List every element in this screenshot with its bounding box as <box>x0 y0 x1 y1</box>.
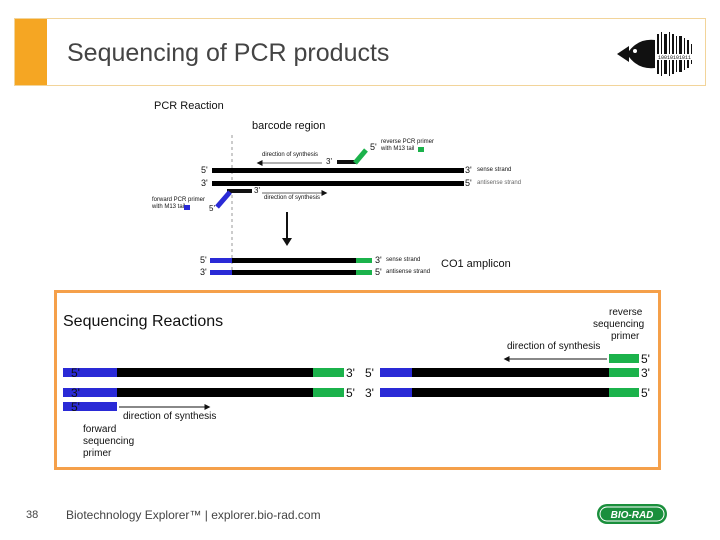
pcr-five-prime-reverse: 5' <box>370 142 377 152</box>
amplicon-antisense-blue <box>210 270 232 275</box>
down-arrow-head <box>282 238 292 246</box>
right-top-green <box>609 368 639 377</box>
right-top-black <box>412 368 609 377</box>
seq-left-five-top: 5' <box>71 366 80 380</box>
bio-rad-logo-text: BIO-RAD <box>611 510 654 521</box>
forward-sequencing-primer <box>63 402 117 411</box>
reverse-primer-label-2: with M13 tail <box>381 146 415 152</box>
left-top-green <box>313 368 344 377</box>
header-accent-bar <box>15 19 47 85</box>
direction-left-label: direction of synthesis <box>123 411 217 422</box>
left-top-black <box>117 368 313 377</box>
pcr-five-prime-forward: 5' <box>209 204 215 213</box>
pcr-three-prime-right: 3' <box>465 165 472 175</box>
forward-primer-label-2: with M13 tail <box>152 204 186 210</box>
direction-top-label: direction of synthesis <box>262 152 319 158</box>
forward-primer-label-1: forward PCR primer <box>152 197 206 203</box>
page-number: 38 <box>26 509 39 521</box>
sequencing-heading: Sequencing Reactions <box>63 313 224 330</box>
barcode-fish-logo: 10010101011 <box>617 32 693 76</box>
left-top-blue <box>63 368 117 377</box>
forward-seq-label-3: primer <box>83 448 112 459</box>
amplicon-five-top: 5' <box>200 255 207 265</box>
pcr-sense-strand <box>212 168 464 173</box>
seq-left-three-bottom: 3' <box>71 386 80 400</box>
forward-seq-label-2: sequencing <box>83 436 135 447</box>
amplicon-sense-blue <box>210 258 232 263</box>
seq-right-five-primer: 5' <box>641 352 650 366</box>
left-bottom-black <box>117 388 313 397</box>
reverse-seq-label-1: reverse <box>609 307 643 318</box>
antisense-strand-label: antisense strand <box>477 180 522 186</box>
page-title: Sequencing of PCR products <box>67 39 390 67</box>
left-bottom-green <box>313 388 344 397</box>
right-bottom-blue <box>380 388 412 397</box>
amplicon-sense-green <box>356 258 372 263</box>
reverse-pcr-primer-tail <box>353 148 368 165</box>
seq-right-three-right: 3' <box>641 366 650 380</box>
header-box: Sequencing of PCR products 10010101011 <box>14 18 706 86</box>
barcode-region-label: barcode region <box>252 120 326 132</box>
seq-left-three-right: 3' <box>346 366 355 380</box>
sequencing-reactions-box: Sequencing Reactions reverse sequencing … <box>54 290 661 470</box>
reverse-seq-label-2: sequencing <box>593 319 645 330</box>
seq-left-five-right: 5' <box>346 386 355 400</box>
pcr-three-prime-top: 3' <box>201 178 208 188</box>
amplicon-three-bottom: 3' <box>200 267 207 277</box>
pcr-three-prime-reverse: 3' <box>326 157 332 166</box>
right-bottom-black <box>412 388 609 397</box>
seq-left-five-primer: 5' <box>71 400 80 414</box>
pcr-five-prime-right: 5' <box>465 178 472 188</box>
sequencing-diagram <box>63 354 639 411</box>
forward-pcr-primer-tail <box>215 190 232 209</box>
amplicon-antisense-green <box>356 270 372 275</box>
reverse-seq-label-3: primer <box>611 331 640 342</box>
right-top-blue <box>380 368 412 377</box>
footer-text: Biotechnology Explorer™ | explorer.bio-r… <box>66 508 321 522</box>
seq-right-five-top: 5' <box>365 366 374 380</box>
pcr-antisense-strand <box>212 181 464 186</box>
reverse-tail-swatch <box>418 147 424 152</box>
left-bottom-blue <box>63 388 117 397</box>
pcr-three-prime-forward: 3' <box>254 186 260 195</box>
reverse-primer-label-1: reverse PCR primer <box>381 139 435 145</box>
seq-right-three-bottom: 3' <box>365 386 374 400</box>
direction-bottom-label: direction of synthesis <box>264 195 321 201</box>
reverse-sequencing-primer <box>609 354 639 363</box>
amplicon-sense-black <box>232 258 356 263</box>
svg-text:10010101011: 10010101011 <box>658 55 691 61</box>
pcr-reaction-heading: PCR Reaction <box>154 100 224 112</box>
amplicon-three-right: 3' <box>375 255 382 265</box>
sense-strand-label: sense strand <box>477 167 512 173</box>
amplicon-five-right: 5' <box>375 267 382 277</box>
amplicon-antisense-label: antisense strand <box>386 269 431 275</box>
pcr-five-prime-top: 5' <box>201 165 208 175</box>
bio-rad-logo: BIO-RAD <box>597 504 667 524</box>
amplicon-sense-label: sense strand <box>386 257 421 263</box>
direction-right-label: direction of synthesis <box>507 341 601 352</box>
amplicon-antisense-black <box>232 270 356 275</box>
seq-right-five-right: 5' <box>641 386 650 400</box>
forward-seq-label-1: forward <box>83 424 117 435</box>
forward-tail-swatch <box>184 205 190 210</box>
co1-amplicon-label: CO1 amplicon <box>441 258 511 270</box>
right-bottom-green <box>609 388 639 397</box>
